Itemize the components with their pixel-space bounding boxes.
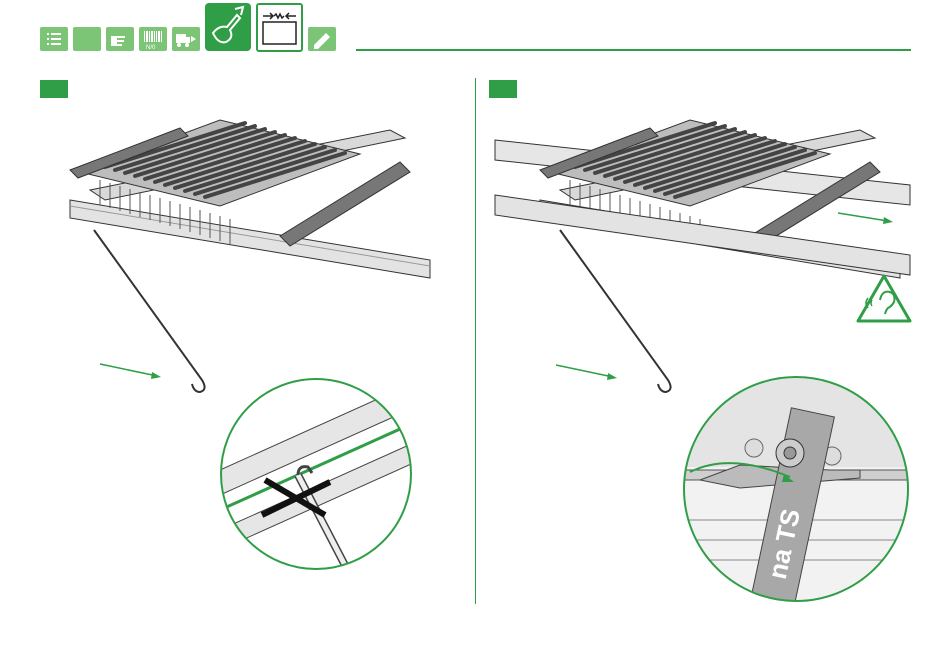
right-hook-rod [560,230,671,392]
right-arrow-icon [556,365,617,380]
left-hook-rod [94,230,205,392]
left-arrow-icon [100,364,161,379]
left-assembly [70,120,430,278]
right-front-rail [495,195,910,275]
right-magnifier: na TS [684,377,908,622]
ear-sound-warning-icon [858,276,910,321]
slide-arrow-icon [838,213,893,224]
left-magnifier [220,378,420,578]
